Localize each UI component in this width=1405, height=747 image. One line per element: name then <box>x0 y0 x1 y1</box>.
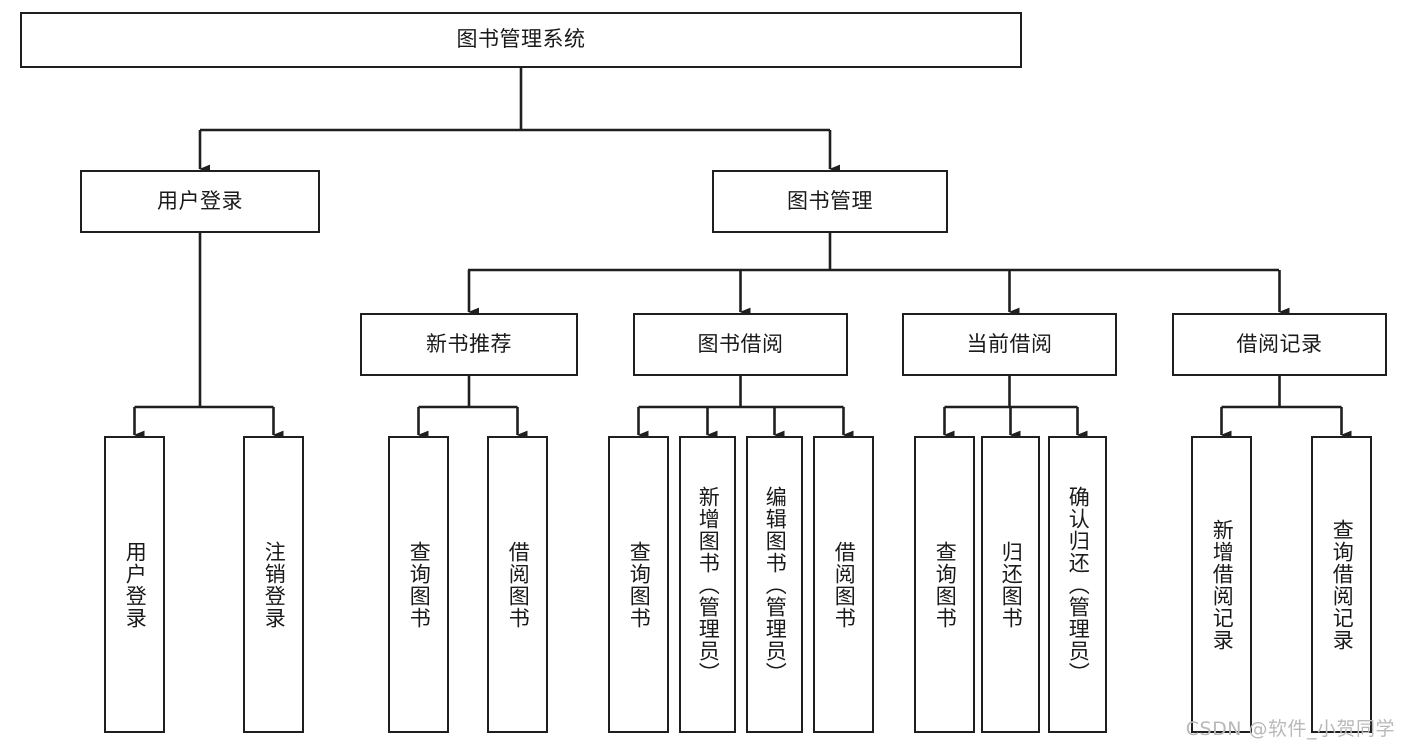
leaf-confirm-return[interactable]: 确认归还（管理员） <box>1048 436 1107 733</box>
leaf-logout-login-label: 注销登录 <box>262 540 287 629</box>
node-root[interactable]: 图书管理系统 <box>20 12 1022 68</box>
leaf-query-book-3[interactable]: 查询图书 <box>914 436 975 733</box>
node-root-label: 图书管理系统 <box>456 27 586 52</box>
leaf-edit-book-label: 编辑图书（管理员） <box>763 485 788 684</box>
node-current-borrow-label: 当前借阅 <box>966 331 1053 356</box>
leaf-logout-login[interactable]: 注销登录 <box>243 436 304 733</box>
leaf-borrow-book-2[interactable]: 借阅图书 <box>813 436 874 733</box>
leaf-query-book-1-label: 查询图书 <box>407 540 432 629</box>
node-book-borrow-label: 图书借阅 <box>697 331 784 356</box>
node-book-borrow[interactable]: 图书借阅 <box>633 313 848 376</box>
node-book-management[interactable]: 图书管理 <box>712 170 948 233</box>
leaf-confirm-return-label: 确认归还（管理员） <box>1066 485 1091 684</box>
node-user-login-label: 用户登录 <box>157 188 243 213</box>
leaf-query-book-2-label: 查询图书 <box>627 540 652 629</box>
node-new-book-recommend[interactable]: 新书推荐 <box>360 313 578 376</box>
leaf-borrow-book-1[interactable]: 借阅图书 <box>487 436 548 733</box>
leaf-add-borrow-record-label: 新增借阅记录 <box>1210 518 1235 651</box>
leaf-query-book-2[interactable]: 查询图书 <box>608 436 669 733</box>
leaf-query-book-3-label: 查询图书 <box>933 540 958 629</box>
leaf-borrow-book-2-label: 借阅图书 <box>832 540 857 629</box>
leaf-borrow-book-1-label: 借阅图书 <box>506 540 531 629</box>
leaf-query-borrow-record-label: 查询借阅记录 <box>1330 518 1355 651</box>
leaf-add-borrow-record[interactable]: 新增借阅记录 <box>1191 436 1252 733</box>
leaf-add-book[interactable]: 新增图书（管理员） <box>679 436 736 733</box>
leaf-query-borrow-record[interactable]: 查询借阅记录 <box>1311 436 1372 733</box>
leaf-return-book[interactable]: 归还图书 <box>981 436 1040 733</box>
leaf-user-login[interactable]: 用户登录 <box>104 436 165 733</box>
node-borrow-record-label: 借阅记录 <box>1236 331 1323 356</box>
leaf-user-login-label: 用户登录 <box>123 540 148 629</box>
leaf-edit-book[interactable]: 编辑图书（管理员） <box>746 436 803 733</box>
node-book-management-label: 图书管理 <box>787 188 873 213</box>
leaf-return-book-label: 归还图书 <box>999 540 1024 629</box>
node-new-book-recommend-label: 新书推荐 <box>426 331 512 356</box>
node-borrow-record[interactable]: 借阅记录 <box>1172 313 1387 376</box>
leaf-query-book-1[interactable]: 查询图书 <box>388 436 449 733</box>
node-current-borrow[interactable]: 当前借阅 <box>902 313 1117 376</box>
node-user-login[interactable]: 用户登录 <box>80 170 320 233</box>
leaf-add-book-label: 新增图书（管理员） <box>696 485 721 684</box>
